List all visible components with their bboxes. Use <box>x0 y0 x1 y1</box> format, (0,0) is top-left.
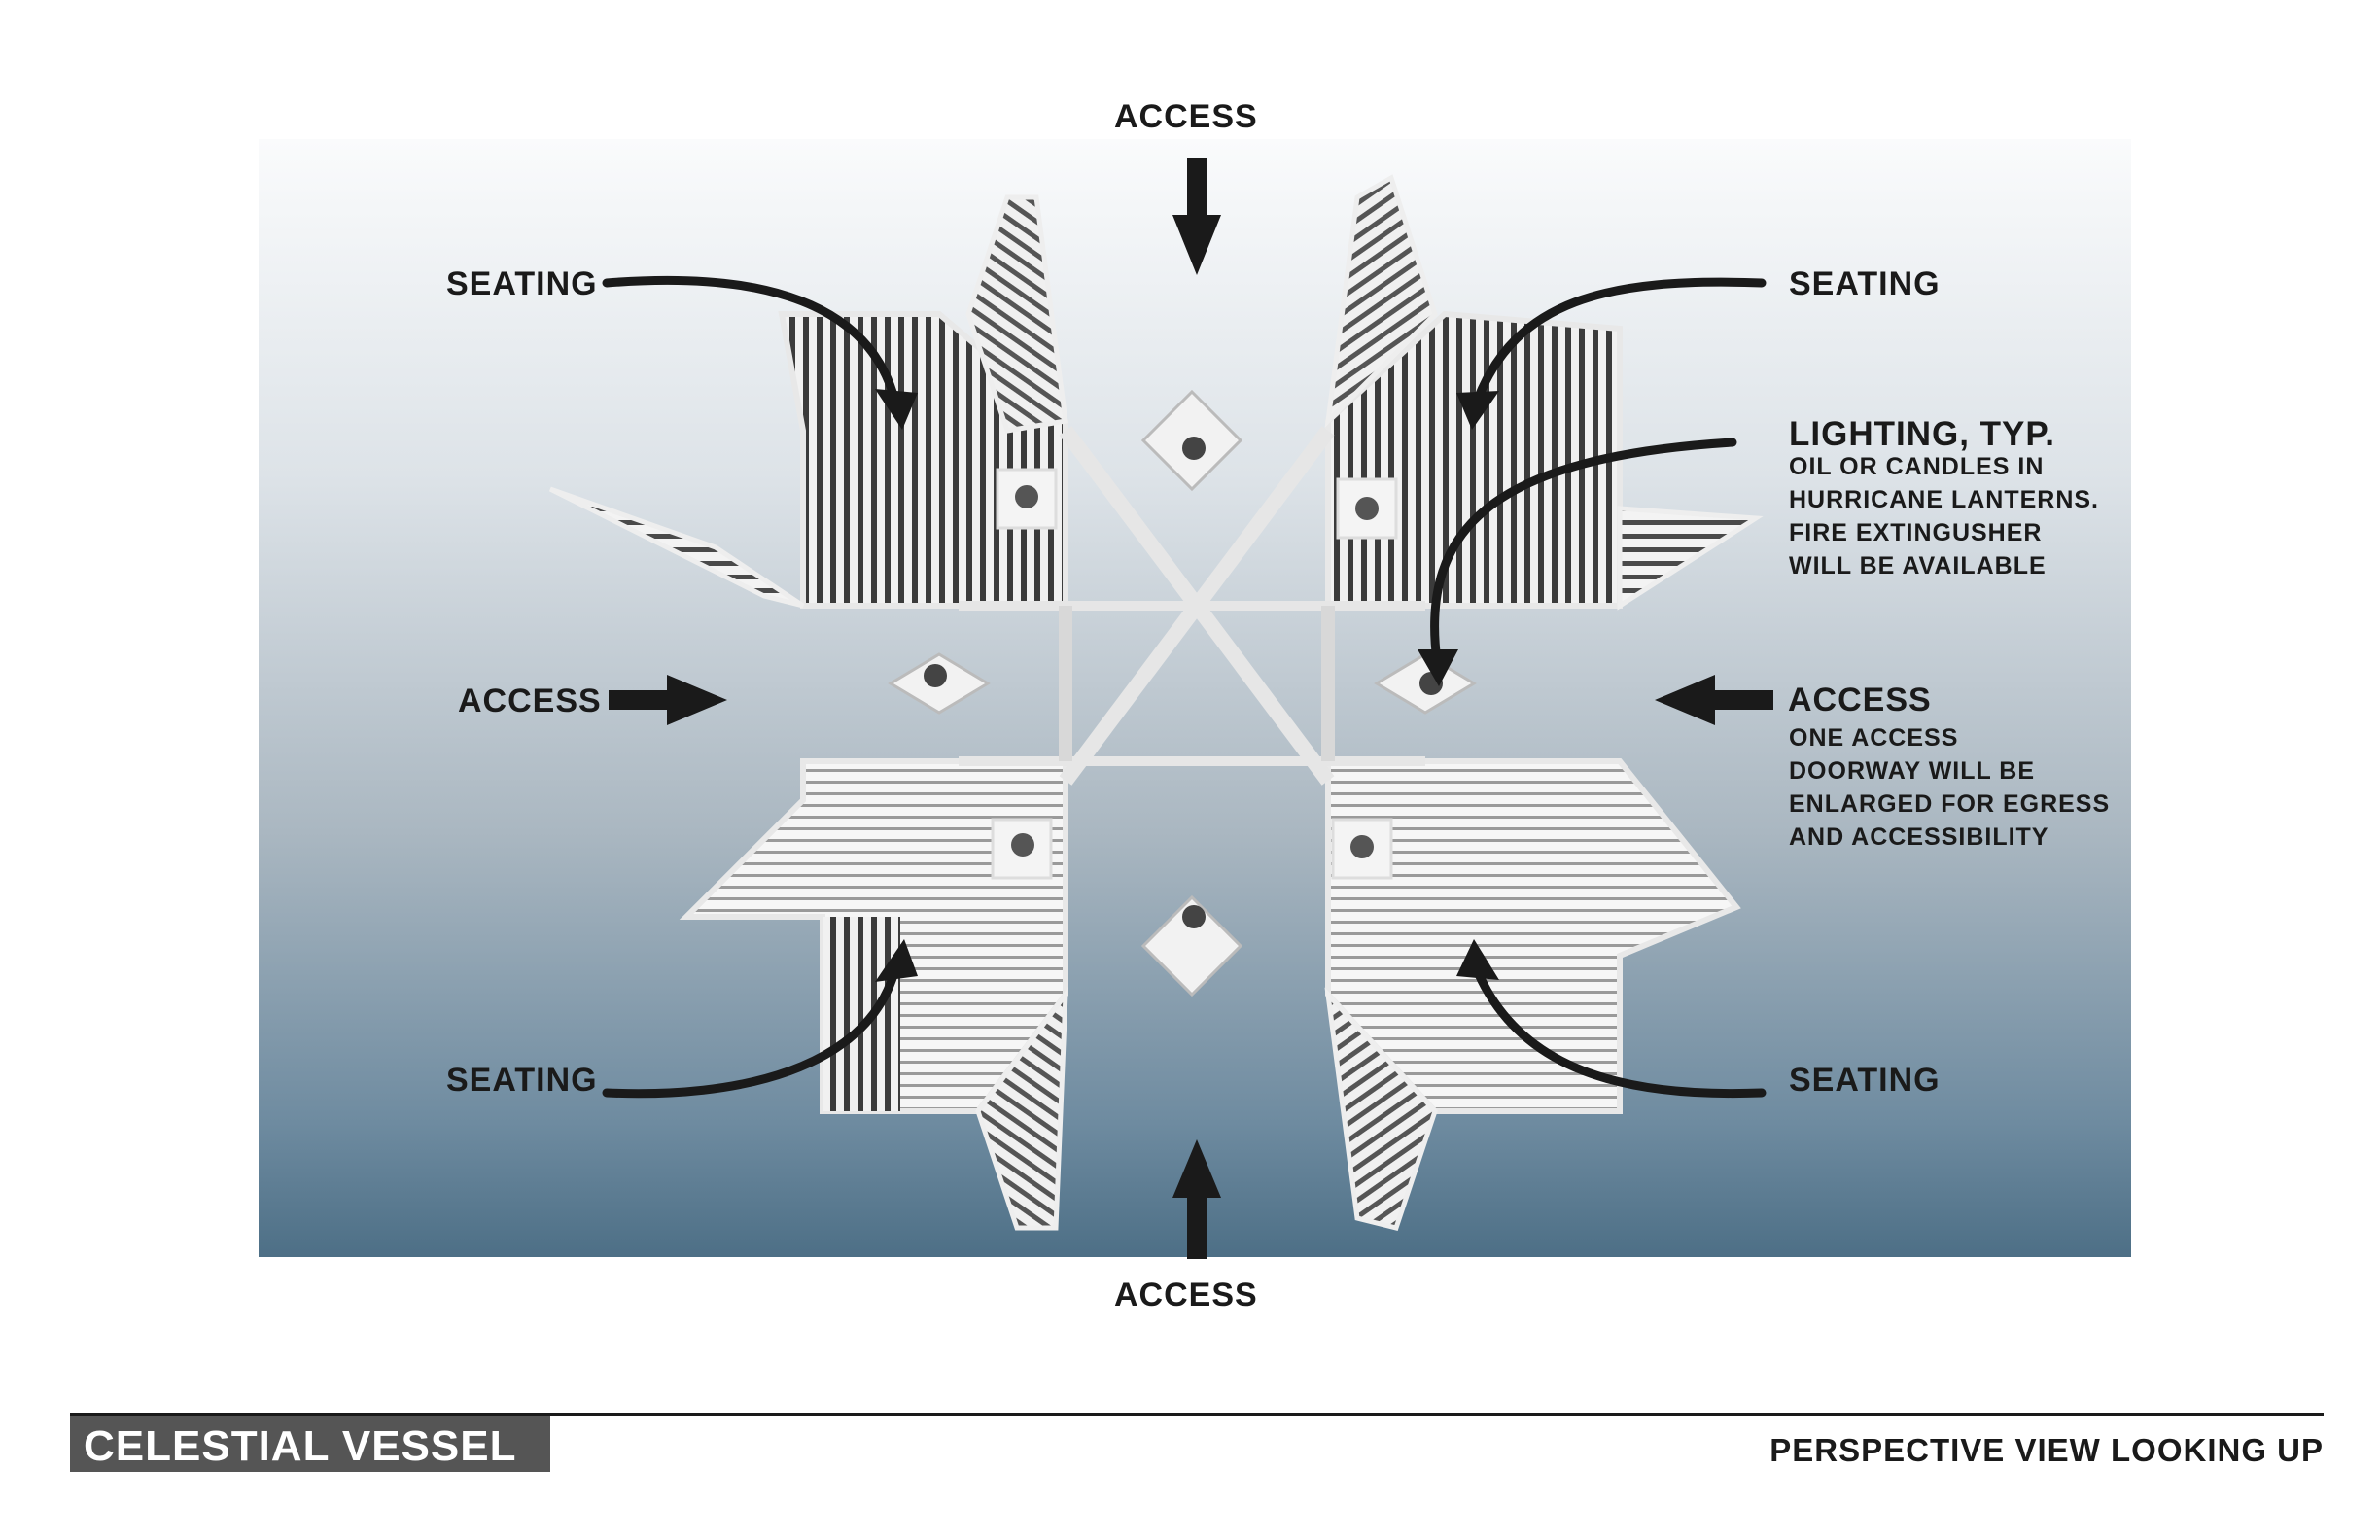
access-note-line: AND ACCESSIBILITY <box>1789 823 2049 851</box>
lighting-note-line: HURRICANE LANTERNS. <box>1789 486 2099 513</box>
seating-tl-arrowhead <box>875 389 918 430</box>
seating-bl-label: SEATING <box>446 1062 598 1099</box>
seating-tr-arrowhead <box>1456 391 1499 430</box>
access-bottom-arrow <box>1172 1139 1221 1259</box>
seating-br-arrow <box>1473 967 1767 1099</box>
access-left-label: ACCESS <box>458 682 602 719</box>
sheet-title: CELESTIAL VESSEL <box>84 1422 517 1470</box>
access-top-label: ACCESS <box>1114 98 1258 135</box>
sheet-subtitle: PERSPECTIVE VIEW LOOKING UP <box>1769 1432 2324 1468</box>
seating-tr-label: SEATING <box>1789 265 1941 302</box>
lighting-note-line: FIRE EXTINGUSHER <box>1789 519 2043 546</box>
seating-tl-arrow <box>602 275 899 403</box>
seating-br-arrowhead <box>1456 939 1499 980</box>
lighting-title: LIGHTING, TYP. <box>1789 415 2055 453</box>
access-note-line: DOORWAY WILL BE <box>1789 757 2036 785</box>
access-left-arrow <box>609 675 727 725</box>
seating-bl-arrowhead <box>875 939 918 982</box>
seating-tl-label: SEATING <box>446 265 598 302</box>
title-box <box>70 1416 550 1472</box>
access-right-note: ONE ACCESS DOORWAY WILL BE ENLARGED FOR … <box>1789 721 2110 854</box>
lighting-arrowhead <box>1418 649 1458 686</box>
lighting-arrow <box>1430 438 1737 666</box>
lighting-note-line: WILL BE AVAILABLE <box>1789 552 2047 579</box>
access-bottom-label: ACCESS <box>1114 1277 1258 1313</box>
access-note-line: ONE ACCESS <box>1789 724 1959 752</box>
perspective-render <box>259 139 2131 1257</box>
seating-br-label: SEATING <box>1789 1062 1941 1099</box>
seating-block-upper-right <box>1324 174 1764 611</box>
vessel-structure <box>548 174 1764 1231</box>
central-crossing <box>888 389 1477 998</box>
footer-rule <box>70 1413 2324 1416</box>
access-right-label: ACCESS <box>1788 682 1932 718</box>
lighting-note-line: OIL OR CANDLES IN <box>1789 453 2045 480</box>
lighting-note: OIL OR CANDLES IN HURRICANE LANTERNS. FI… <box>1789 450 2099 582</box>
access-right-arrow <box>1655 675 1773 725</box>
seating-bl-arrow <box>602 967 899 1099</box>
access-note-line: ENLARGED FOR EGRESS <box>1789 790 2111 818</box>
seating-tr-arrow <box>1473 277 1767 403</box>
access-top-arrow <box>1172 158 1221 275</box>
seating-block-lower-right <box>1324 758 1741 1231</box>
seating-block-lower-left <box>679 758 1068 1231</box>
